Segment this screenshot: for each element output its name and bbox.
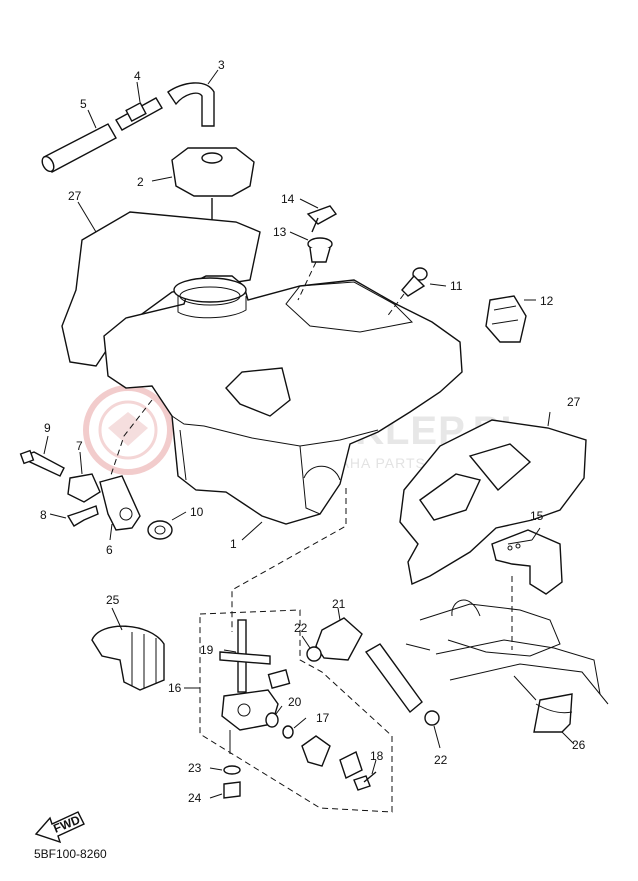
label-part-25: 25 bbox=[106, 593, 120, 607]
label-part-24: 24 bbox=[188, 791, 202, 805]
label-part-4: 4 bbox=[134, 69, 141, 83]
part-15-damper bbox=[491, 527, 563, 595]
frame-sketch bbox=[405, 576, 609, 705]
part-10-collar bbox=[147, 511, 187, 540]
part-26-damper bbox=[533, 693, 575, 745]
label-part-27-right: 27 bbox=[567, 395, 581, 409]
label-part-18: 18 bbox=[370, 749, 384, 763]
part-13-collar bbox=[289, 231, 333, 301]
label-part-26: 26 bbox=[572, 738, 586, 752]
part-12-clip bbox=[485, 295, 536, 343]
part-6-bracket bbox=[99, 475, 141, 541]
label-part-3: 3 bbox=[218, 58, 225, 72]
label-part-17: 17 bbox=[316, 711, 330, 725]
fuel-cock-leaders bbox=[109, 399, 347, 632]
part-27-right-decal bbox=[399, 411, 587, 586]
part-8-bolt bbox=[49, 505, 99, 527]
label-part-19: 19 bbox=[200, 643, 214, 657]
part-11-bolt bbox=[385, 267, 447, 319]
fuel-cock-lever bbox=[301, 735, 331, 767]
part-1-fuel-tank bbox=[103, 275, 463, 541]
label-part-16: 16 bbox=[168, 681, 182, 695]
label-part-22-a: 22 bbox=[294, 621, 308, 635]
part-21-fuel-hose bbox=[315, 607, 423, 714]
label-part-14: 14 bbox=[281, 192, 295, 206]
label-part-21: 21 bbox=[332, 597, 346, 611]
label-part-12: 12 bbox=[540, 294, 554, 308]
label-part-22-b: 22 bbox=[434, 753, 448, 767]
part-number-labels: 3 4 5 2 27 14 13 11 12 27 9 7 8 10 6 1 1… bbox=[40, 58, 586, 805]
part-24-drain-bolt bbox=[209, 781, 241, 799]
part-19-strainer bbox=[219, 619, 271, 693]
label-part-27-left: 27 bbox=[68, 189, 82, 203]
part-3-bent-hose bbox=[167, 69, 219, 127]
part-17-o-ring bbox=[282, 717, 307, 739]
fuel-cock-body bbox=[221, 669, 291, 754]
fwd-arrow-icon: FWD bbox=[34, 811, 85, 844]
part-23-washer bbox=[209, 765, 241, 775]
part-16-fuel-cock-assembly bbox=[184, 609, 393, 813]
part-18-screw-plate bbox=[339, 751, 377, 791]
part-5-hose bbox=[41, 109, 117, 173]
label-part-8: 8 bbox=[40, 508, 47, 522]
label-part-11: 11 bbox=[450, 279, 463, 293]
label-part-7: 7 bbox=[76, 439, 83, 453]
part-22-clip-a bbox=[301, 635, 322, 662]
label-part-5: 5 bbox=[80, 97, 87, 111]
part-7-damper bbox=[67, 451, 101, 503]
part-4-breather-valve bbox=[115, 81, 163, 131]
part-20-o-ring bbox=[265, 705, 283, 728]
label-part-2: 2 bbox=[137, 175, 144, 189]
diagram-code: 5BF100-8260 bbox=[34, 847, 107, 861]
label-part-9: 9 bbox=[44, 421, 51, 435]
label-part-6: 6 bbox=[106, 543, 113, 557]
part-27-left-decal bbox=[61, 201, 261, 367]
label-part-10: 10 bbox=[190, 505, 204, 519]
part-25-damper bbox=[91, 607, 165, 691]
label-part-13: 13 bbox=[273, 225, 287, 239]
label-part-15: 15 bbox=[530, 509, 544, 523]
part-14-screw bbox=[299, 198, 338, 233]
label-part-1: 1 bbox=[230, 537, 237, 551]
label-part-23: 23 bbox=[188, 761, 202, 775]
part-22-clip-b bbox=[424, 710, 441, 749]
label-part-20: 20 bbox=[288, 695, 302, 709]
part-9-bolt bbox=[19, 435, 65, 477]
